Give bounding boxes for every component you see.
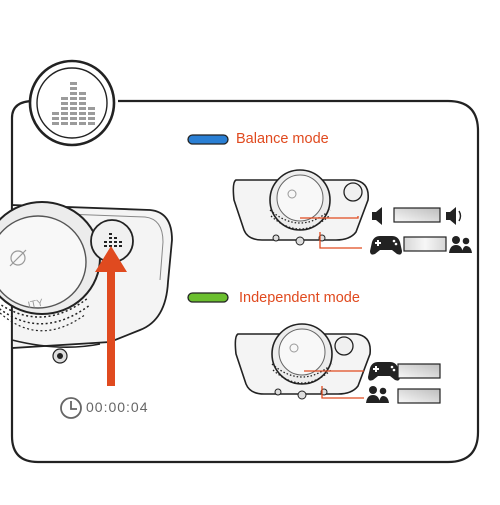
balance-device — [232, 169, 370, 246]
gamepad-icon — [368, 362, 400, 381]
equalizer-icon — [28, 59, 116, 147]
balance-callout-lower — [319, 232, 362, 249]
volume-high-icon — [446, 207, 462, 225]
independent-mode-label: Independent mode — [239, 290, 360, 306]
large-device — [0, 201, 173, 364]
users-icon — [449, 236, 472, 253]
independent-mode-indicator — [187, 292, 229, 303]
independent-callout-lower — [321, 386, 364, 399]
arrow-up-icon — [95, 246, 127, 386]
chat-volume-bar — [397, 388, 441, 404]
gamepad-icon — [370, 236, 402, 255]
clock-icon — [60, 397, 82, 419]
balance-mode-indicator — [187, 134, 229, 145]
volume-low-icon — [372, 207, 382, 225]
independent-device — [234, 323, 372, 400]
balance-mode-label: Balance mode — [236, 131, 329, 147]
timer-text: 00:00:04 — [86, 399, 149, 415]
balance-mix-bar — [403, 236, 447, 252]
game-volume-bar — [397, 363, 441, 379]
users-icon — [366, 386, 389, 403]
balance-level-bar — [393, 207, 441, 223]
balance-callout-upper — [300, 216, 359, 219]
